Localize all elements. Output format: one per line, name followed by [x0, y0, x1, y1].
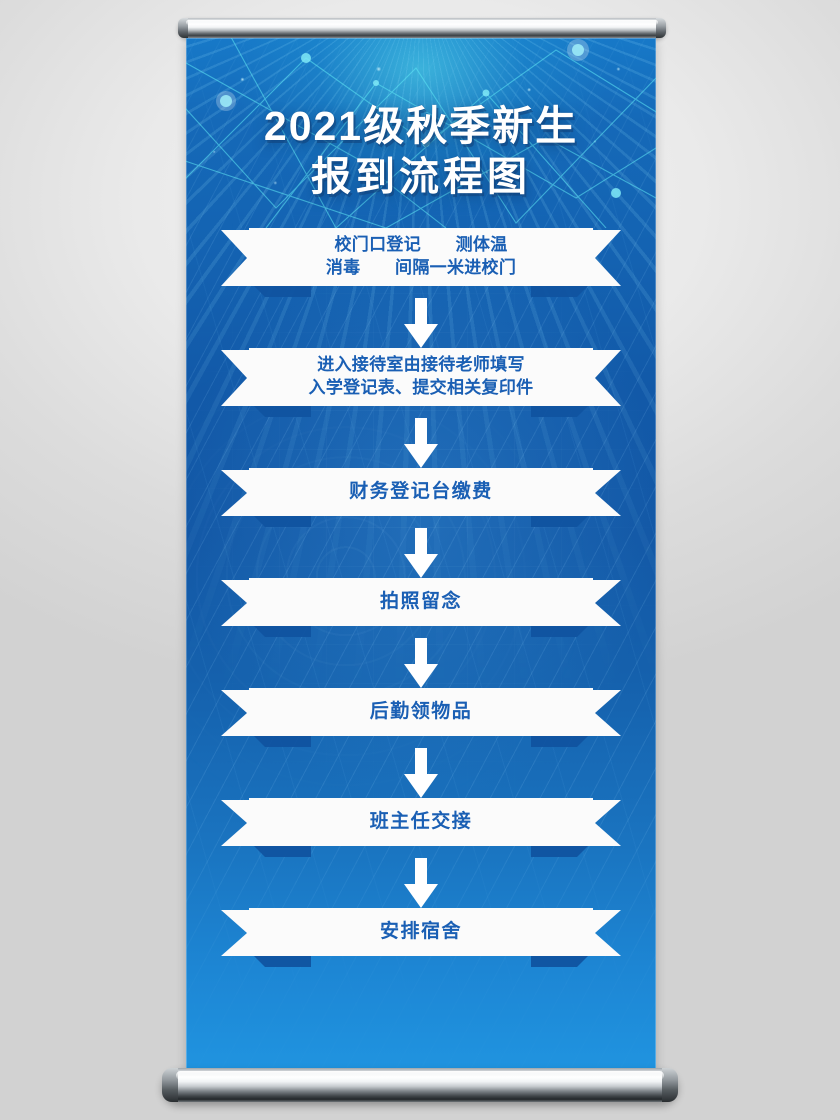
ribbon-shape — [221, 578, 621, 637]
flow-connector — [221, 748, 621, 800]
ribbon-shape — [221, 228, 621, 297]
down-arrow-icon — [404, 638, 438, 688]
top-roller-rail — [178, 18, 666, 38]
flow-connector — [221, 298, 621, 350]
banner-artwork: 2021级秋季新生 报到流程图 校门口登记 测体温消毒 间隔一米进校门进入接待室… — [186, 38, 656, 1073]
flow-step: 财务登记台缴费 — [221, 468, 621, 530]
flow-step-ribbon: 后勤领物品 — [221, 688, 621, 750]
flow-step-ribbon: 班主任交接 — [221, 798, 621, 860]
top-rail-right-cap — [656, 18, 666, 38]
flow-step-ribbon: 拍照留念 — [221, 578, 621, 640]
page-title: 2021级秋季新生 报到流程图 — [186, 100, 656, 204]
flow-connector — [221, 858, 621, 910]
title-line-1: 2021级秋季新生 — [263, 103, 579, 149]
flow-connector — [221, 418, 621, 470]
flow-step: 班主任交接 — [221, 798, 621, 860]
flow-step: 安排宿舍 — [221, 908, 621, 970]
flow-step-ribbon: 校门口登记 测体温消毒 间隔一米进校门 — [221, 228, 621, 300]
ribbon-shape — [221, 908, 621, 967]
bottom-base-highlight — [176, 1071, 664, 1080]
down-arrow-icon — [404, 298, 438, 348]
flow-step: 进入接待室由接待老师填写入学登记表、提交相关复印件 — [221, 348, 621, 420]
bottom-base-left-cap — [162, 1068, 178, 1102]
ribbon-shape — [221, 348, 621, 417]
flow-connector — [221, 528, 621, 580]
title-line-2: 报到流程图 — [311, 155, 531, 200]
flow-step-ribbon: 财务登记台缴费 — [221, 468, 621, 530]
flow-chart: 校门口登记 测体温消毒 间隔一米进校门进入接待室由接待老师填写入学登记表、提交相… — [186, 228, 656, 970]
ribbon-shape — [221, 798, 621, 857]
flow-step: 校门口登记 测体温消毒 间隔一米进校门 — [221, 228, 621, 300]
down-arrow-icon — [404, 418, 438, 468]
top-rail-left-cap — [178, 18, 188, 38]
flow-step: 后勤领物品 — [221, 688, 621, 750]
ribbon-shape — [221, 688, 621, 747]
ribbon-shape — [221, 468, 621, 527]
down-arrow-icon — [404, 858, 438, 908]
flow-connector — [221, 638, 621, 690]
bottom-base-right-cap — [662, 1068, 678, 1102]
top-rail-highlight — [186, 20, 658, 25]
down-arrow-icon — [404, 528, 438, 578]
flow-step-ribbon: 安排宿舍 — [221, 908, 621, 970]
bottom-roller-base — [162, 1068, 678, 1102]
flow-step: 拍照留念 — [221, 578, 621, 640]
flow-step-ribbon: 进入接待室由接待老师填写入学登记表、提交相关复印件 — [221, 348, 621, 420]
down-arrow-icon — [404, 748, 438, 798]
